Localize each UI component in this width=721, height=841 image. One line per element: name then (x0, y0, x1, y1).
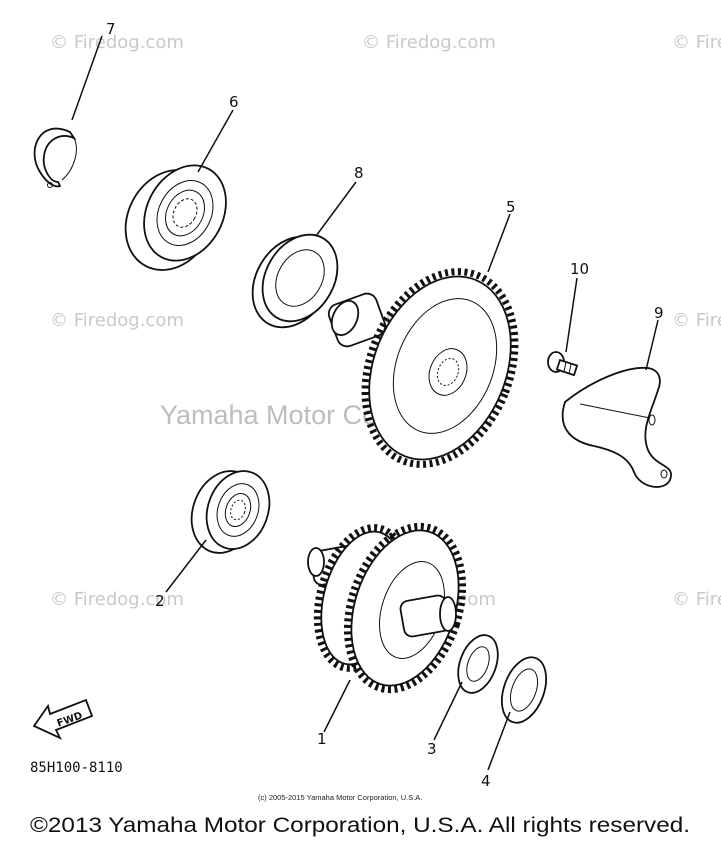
part-number-label: 2 (155, 592, 165, 610)
part-number-label: 6 (229, 93, 239, 111)
part-number-label: 4 (481, 772, 491, 790)
watermark: © Firedog.com (672, 32, 721, 53)
watermark: © Firedog.com (672, 310, 721, 331)
part-bolt-10 (547, 351, 579, 377)
diagram-code: 85H100-8110 (30, 760, 123, 776)
part-washer-4 (500, 656, 548, 724)
part-ball-bearing-2 (190, 470, 271, 554)
part-number-label: 9 (654, 304, 664, 322)
fwd-arrow-icon: FWD (32, 698, 94, 740)
part-ball-bearing-6 (124, 164, 227, 271)
part-number-label: 1 (317, 730, 327, 748)
small-copyright: (c) 2005-2015 Yamaha Motor Corporation, … (258, 793, 422, 802)
part-washer-3 (457, 634, 499, 694)
watermark: © Firedog.com (50, 32, 184, 53)
part-number-label: 3 (427, 740, 437, 758)
part-number-labels: 7 6 8 5 10 9 2 1 3 4 (106, 20, 664, 790)
watermark: © Firedog.com (362, 32, 496, 53)
watermarks: © Firedog.com © Firedog.com © Firedog.co… (50, 32, 721, 610)
part-oil-seal-8 (251, 233, 339, 329)
part-plate-9 (561, 367, 672, 488)
leader-lines (71, 35, 659, 771)
part-gear-5 (327, 268, 519, 468)
part-number-label: 5 (506, 198, 516, 216)
watermark: © Firedog.com (50, 589, 184, 610)
part-circlip (33, 127, 77, 188)
part-number-label: 10 (570, 260, 589, 278)
part-number-label: 8 (354, 164, 364, 182)
footer-copyright: ©2013 Yamaha Motor Corporation, U.S.A. A… (30, 814, 690, 837)
part-number-label: 7 (106, 20, 116, 38)
part-gear-1 (307, 522, 467, 694)
watermark: © Firedog.com (672, 589, 721, 610)
watermark: © Firedog.com (50, 310, 184, 331)
